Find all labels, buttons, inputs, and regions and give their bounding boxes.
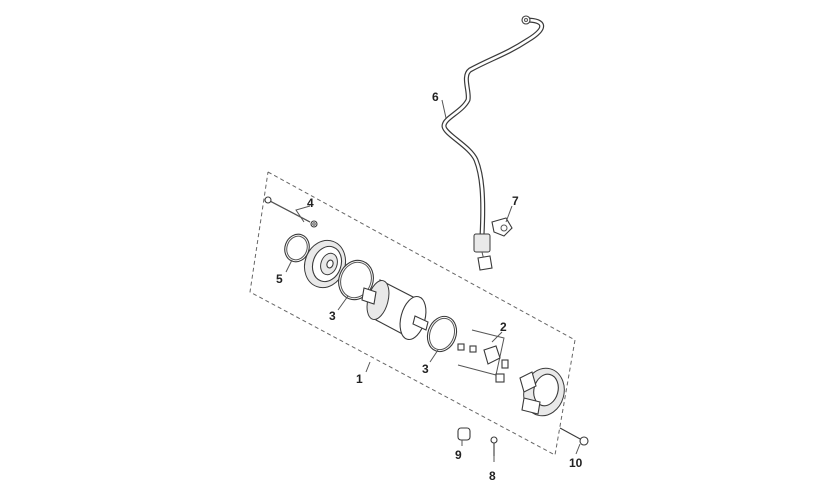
bolt-part-10 (559, 427, 589, 446)
callout-4: 4 (307, 196, 314, 210)
through-bolts (264, 196, 318, 228)
front-cover (303, 239, 347, 289)
screw-part-8 (490, 436, 498, 456)
callout-2: 2 (500, 320, 507, 334)
o-ring-motor-rear (426, 315, 458, 353)
callout-7: 7 (512, 194, 519, 208)
callout-8: 8 (489, 469, 496, 483)
callout-1: 1 (356, 372, 363, 386)
motor-body (361, 279, 429, 341)
brush-kit (457, 329, 509, 383)
callout-5: 5 (276, 272, 283, 286)
callout-9: 9 (455, 448, 462, 462)
callout-6: 6 (432, 90, 439, 104)
cable-clamp (491, 217, 513, 237)
assembly-boundary (249, 171, 576, 456)
cap-part-9 (457, 427, 471, 441)
rear-cover (519, 367, 565, 417)
starter-cable (441, 15, 545, 271)
callout-3-front: 3 (329, 309, 336, 323)
callout-10: 10 (569, 456, 583, 470)
leader-lines (285, 99, 581, 462)
callout-3-rear: 3 (422, 362, 429, 376)
callout-labels: 1 2 3 3 4 5 6 7 8 9 10 (276, 90, 583, 483)
